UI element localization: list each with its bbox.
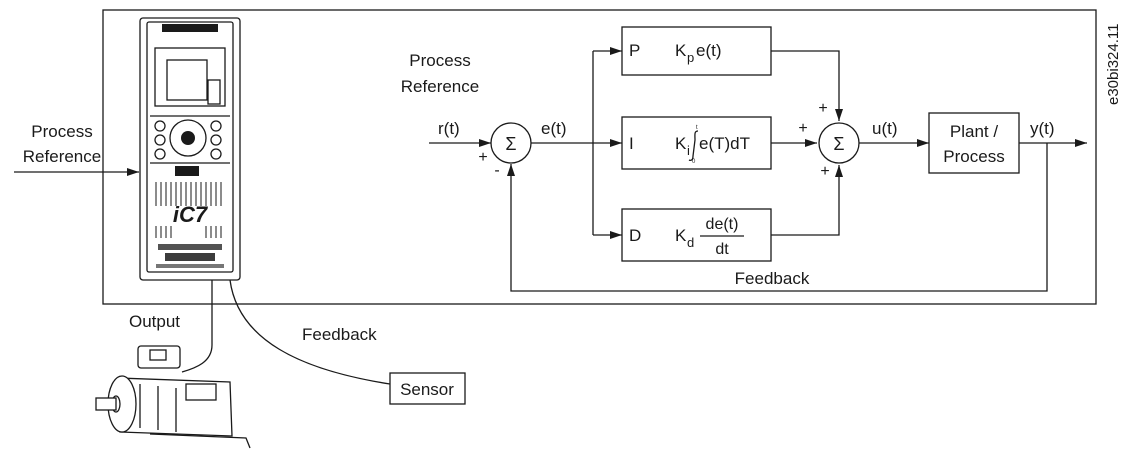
drive-vents xyxy=(155,182,222,238)
drive-screen xyxy=(166,59,208,101)
plant-block xyxy=(928,112,1020,174)
ki-expression: e(T)dT xyxy=(699,134,750,153)
sum2-plus-bottom: + xyxy=(820,163,829,180)
d-label: D xyxy=(629,226,641,245)
i-label: I xyxy=(629,134,634,153)
drive-keypad xyxy=(154,119,222,160)
drive-logo xyxy=(162,24,218,32)
feedback-loop-path xyxy=(507,143,1048,292)
p-label: P xyxy=(629,41,640,60)
sum1-plus: + xyxy=(478,149,487,166)
kd-denominator: dt xyxy=(715,241,729,258)
signal-r-label: r(t) xyxy=(438,119,460,138)
feedback-cable xyxy=(229,279,391,385)
kp-sub: p xyxy=(687,50,694,65)
output-cable xyxy=(181,280,213,373)
integral-sign xyxy=(688,130,699,162)
feedback-label-left: Feedback xyxy=(302,325,377,344)
plant-label-line2: Process xyxy=(943,147,1004,166)
d-block xyxy=(621,208,772,262)
kp-expression: e(t) xyxy=(696,41,722,60)
d-output-arrow xyxy=(771,165,843,236)
sensor-box xyxy=(389,372,466,405)
motor-icon xyxy=(95,345,251,449)
feedback-label-pid: Feedback xyxy=(735,269,810,288)
output-label: Output xyxy=(129,312,180,331)
p-output-arrow xyxy=(771,50,843,121)
sensor-label: Sensor xyxy=(400,380,454,399)
p-block xyxy=(621,26,772,76)
sum2-plus-left: + xyxy=(798,120,807,137)
i-block xyxy=(621,116,772,170)
sum1-minus: - xyxy=(494,162,499,179)
ki-upper-limit: t xyxy=(696,125,698,131)
kp-k: K xyxy=(675,41,687,60)
ki-lower-limit: 0 xyxy=(692,159,696,165)
plant-label-line1: Plant / xyxy=(950,122,998,141)
sum2-sigma: Σ xyxy=(833,134,844,154)
kd-sub: d xyxy=(687,235,694,250)
ki-sub: i xyxy=(687,143,690,158)
kd-k: K xyxy=(675,226,687,245)
signal-e-label: e(t) xyxy=(541,119,567,138)
sum1-sigma: Σ xyxy=(505,134,516,154)
signal-y-label: y(t) xyxy=(1030,119,1055,138)
ki-k: K xyxy=(675,134,687,153)
kd-numerator: de(t) xyxy=(706,216,739,233)
signal-u-label: u(t) xyxy=(872,119,898,138)
drive-warning-label xyxy=(158,244,222,250)
pid-process-reference-line1: Process xyxy=(409,51,470,70)
pid-process-reference-line2: Reference xyxy=(401,77,479,96)
image-id: e30bi324.11 xyxy=(1105,24,1122,105)
left-process-reference-line1: Process xyxy=(31,122,92,141)
sum2-plus-top: + xyxy=(818,100,827,117)
drive-unit: iC7 xyxy=(139,17,241,281)
drive-brand-label: iC7 xyxy=(173,202,209,227)
left-process-reference-line2: Reference xyxy=(23,147,101,166)
